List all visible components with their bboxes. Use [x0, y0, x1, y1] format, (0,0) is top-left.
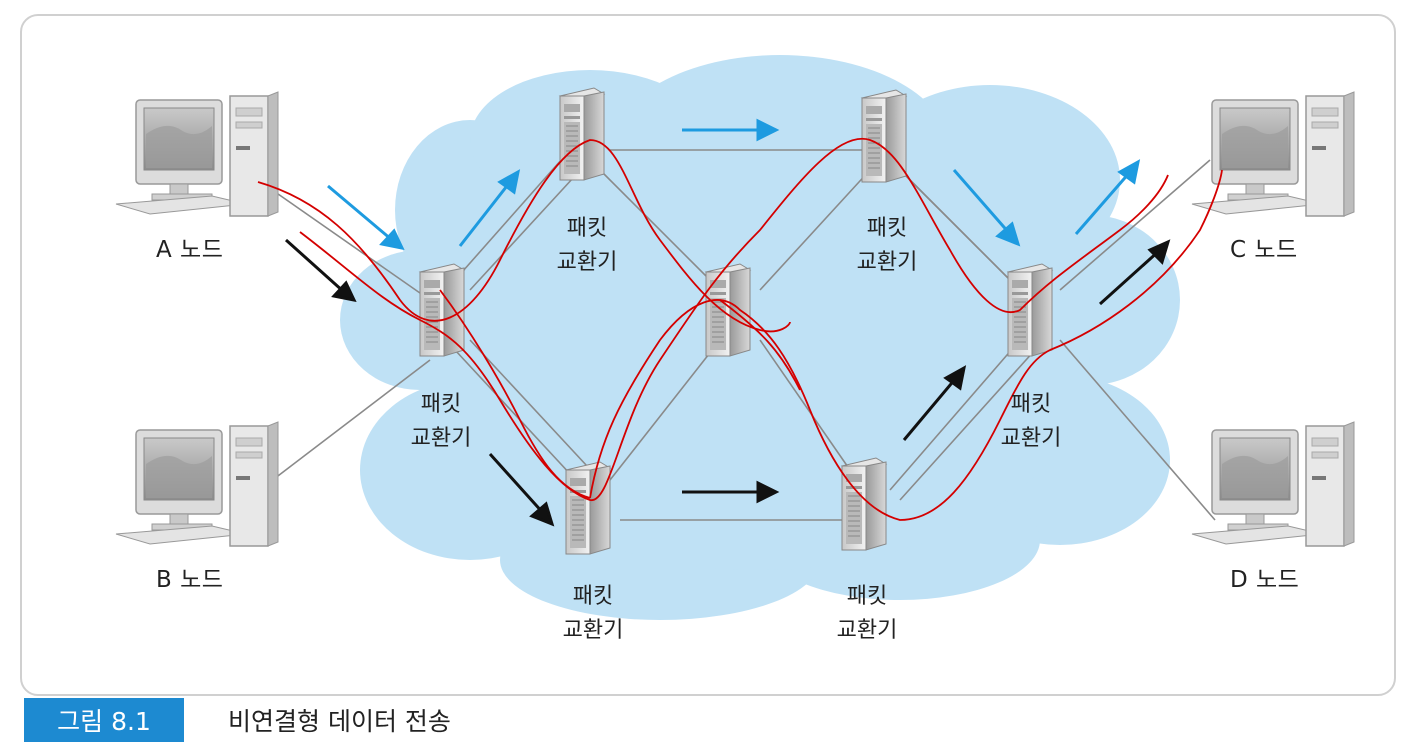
node-label-b: B 노드 — [156, 567, 224, 593]
server-icon — [1007, 263, 1053, 357]
switch-label-line: 교환기 — [410, 426, 472, 451]
server-icon — [861, 89, 907, 183]
server-icon — [705, 263, 751, 357]
node-label-c: C 노드 — [1230, 237, 1298, 263]
switch-label-top-right: 패킷 교환기 — [832, 212, 942, 280]
switch-label-top-left: 패킷 교환기 — [532, 212, 642, 280]
switch-label-left: 패킷 교환기 — [386, 388, 496, 456]
server-icon — [841, 457, 887, 551]
switch-label-line: 교환기 — [836, 618, 898, 643]
switch-label-line: 교환기 — [856, 250, 918, 275]
switch-label-line: 패킷 — [846, 584, 888, 609]
switch-label-line: 패킷 — [572, 584, 614, 609]
computer-icon — [1191, 91, 1355, 217]
switch-label-bottom-left: 패킷 교환기 — [538, 580, 648, 648]
switch-label-line: 패킷 — [1010, 392, 1052, 417]
network-cloud — [340, 55, 1180, 620]
server-icon — [565, 461, 611, 555]
server-icon — [559, 87, 605, 181]
switch-label-line: 교환기 — [556, 250, 618, 275]
network-links — [257, 149, 1216, 521]
switch-label-bottom-right: 패킷 교환기 — [812, 580, 922, 648]
figure-number-badge: 그림 8.1 — [24, 698, 184, 742]
computer-icon — [1191, 421, 1355, 547]
server-icon — [419, 263, 465, 357]
figure-caption: 비연결형 데이터 전송 — [228, 707, 451, 736]
switch-label-line: 패킷 — [420, 392, 462, 417]
computer-icon — [115, 421, 279, 547]
computer-icon — [115, 91, 279, 217]
blue-arrows — [327, 118, 1141, 251]
node-label-d: D 노드 — [1230, 567, 1300, 593]
node-label-a: A 노드 — [156, 237, 224, 263]
switch-label-line: 패킷 — [866, 216, 908, 241]
switch-label-line: 교환기 — [562, 618, 624, 643]
switch-label-right: 패킷 교환기 — [976, 388, 1086, 456]
switch-label-line: 패킷 — [566, 216, 608, 241]
black-arrows — [284, 238, 1171, 527]
red-path-annotations — [257, 137, 1223, 521]
switch-label-line: 교환기 — [1000, 426, 1062, 451]
